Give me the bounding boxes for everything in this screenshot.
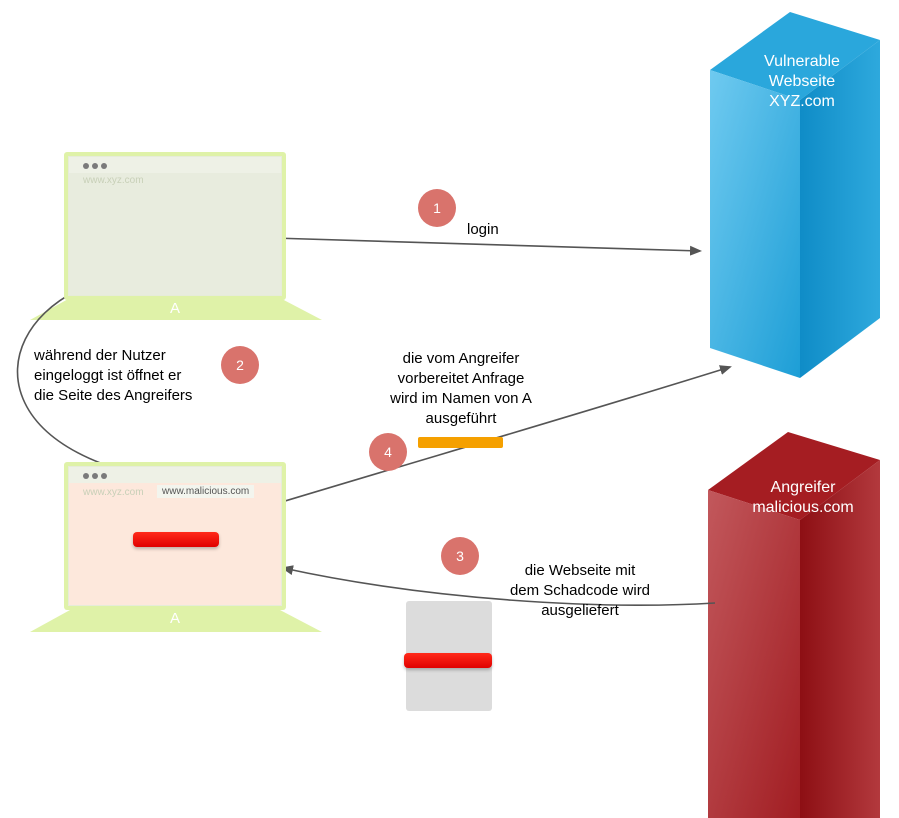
step-3-text: die Webseite mit dem Schadcode wird ausg… bbox=[490, 561, 670, 621]
forged-request-marker bbox=[418, 437, 503, 448]
malicious-document bbox=[404, 601, 492, 711]
malicious-code-marker bbox=[133, 532, 219, 547]
step-4-text-line: vorbereitet Anfrage bbox=[397, 370, 525, 387]
step-1-text: login bbox=[467, 220, 499, 240]
laptop-bottom-base bbox=[30, 610, 322, 632]
vulnerable-server bbox=[710, 12, 880, 378]
attacker-server-side bbox=[800, 460, 880, 818]
laptop-top: www.xyz.com bbox=[64, 152, 286, 300]
window-dot-icon bbox=[92, 163, 98, 169]
step-3-text-line: ausgeliefert bbox=[541, 602, 619, 619]
step-badge-4: 4 bbox=[369, 433, 407, 471]
step-2-text-line: die Seite des Angreifers bbox=[34, 387, 193, 404]
step-2-text-line: eingeloggt ist öffnet er bbox=[34, 367, 182, 384]
laptop-top-label: A bbox=[169, 300, 180, 317]
attacker-server bbox=[708, 432, 880, 818]
window-dot-icon bbox=[92, 473, 98, 479]
step-1-text-line: login bbox=[467, 221, 499, 238]
step-3-text-line: dem Schadcode wird bbox=[509, 582, 651, 599]
vulnerable-server-label: Vulnerable Webseite XYZ.com bbox=[742, 52, 862, 112]
browser-url-top: www.xyz.com bbox=[83, 175, 144, 186]
step-badge-2: 2 bbox=[221, 346, 259, 384]
vulnerable-server-front bbox=[710, 70, 800, 378]
vulnerable-server-label-line3: XYZ.com bbox=[769, 93, 835, 110]
laptop-bottom-label: A bbox=[169, 610, 180, 627]
step-2-text-line: während der Nutzer bbox=[34, 347, 166, 364]
vulnerable-server-label-line1: Vulnerable bbox=[764, 53, 840, 70]
vulnerable-server-side bbox=[800, 40, 880, 378]
arrow-deliver-payload bbox=[281, 565, 716, 606]
step-4-text-line: ausgeführt bbox=[425, 410, 497, 427]
step-badge-3: 3 bbox=[441, 537, 479, 575]
window-dot-icon bbox=[101, 163, 107, 169]
malicious-code-marker bbox=[404, 653, 492, 668]
attacker-server-top bbox=[708, 432, 880, 520]
browser-tab-malicious: www.malicious.com bbox=[157, 485, 255, 498]
attacker-server-label-line2: malicious.com bbox=[752, 499, 854, 516]
window-dot-icon bbox=[83, 163, 89, 169]
browser-window-top: www.xyz.com bbox=[68, 156, 282, 296]
step-badge-1: 1 bbox=[418, 189, 456, 227]
vulnerable-server-top bbox=[710, 12, 880, 100]
arrow-login bbox=[272, 237, 702, 256]
browser-titlebar-top bbox=[69, 157, 281, 173]
laptop-top-base bbox=[30, 298, 322, 320]
browser-titlebar-bottom bbox=[69, 467, 281, 483]
step-4-text-line: die vom Angreifer bbox=[402, 350, 520, 367]
step-3-text-line: die Webseite mit bbox=[524, 562, 636, 579]
attacker-server-front bbox=[708, 490, 800, 818]
step-4-text-line: wird im Namen von A bbox=[390, 390, 532, 407]
vulnerable-server-label-line2: Webseite bbox=[768, 73, 836, 90]
attacker-server-label-line1: Angreifer bbox=[770, 479, 836, 496]
window-dot-icon bbox=[83, 473, 89, 479]
step-2-text: während der Nutzer eingeloggt ist öffnet… bbox=[34, 346, 192, 406]
window-dot-icon bbox=[101, 473, 107, 479]
attacker-server-label: Angreifer malicious.com bbox=[738, 478, 868, 518]
step-4-text: die vom Angreifer vorbereitet Anfrage wi… bbox=[366, 349, 556, 429]
browser-url-inactive: www.xyz.com bbox=[83, 487, 144, 498]
